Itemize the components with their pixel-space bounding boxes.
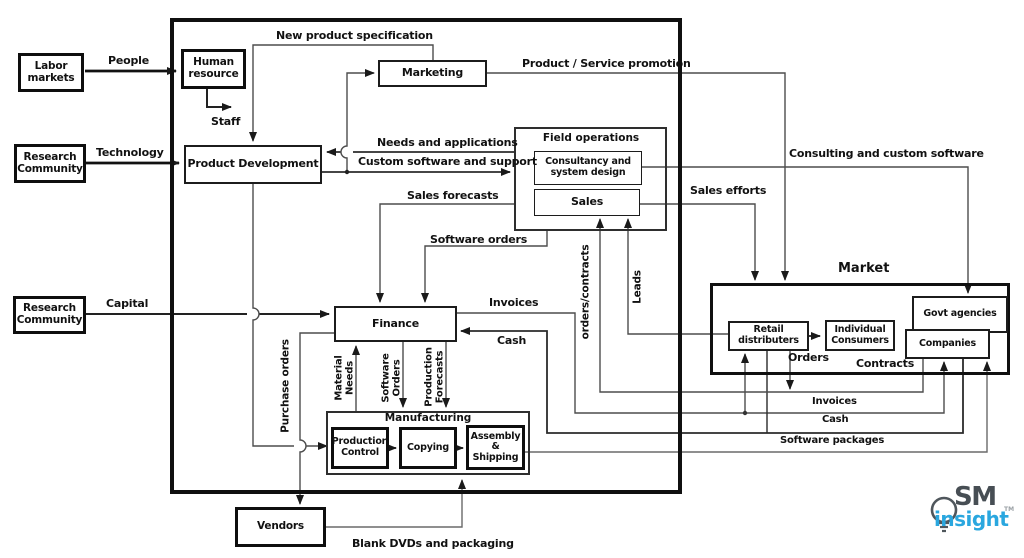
- junction-dot: [344, 169, 350, 175]
- box-retail-distributers: Retail distributers: [728, 321, 809, 351]
- label-sales-forecasts: Sales forecasts: [407, 189, 499, 202]
- flow-pd-to-marketing-line: [340, 69, 375, 172]
- line-hop-patch: [294, 442, 306, 450]
- sm-insight-logo: SM insight TM: [918, 482, 1022, 554]
- label-cash-market: Cash: [822, 414, 849, 425]
- market-boundary-box: [710, 283, 1010, 375]
- flow-invoices-line: [457, 312, 948, 414]
- label-blank-dvds: Blank DVDs and packaging: [352, 537, 514, 550]
- flow-blank-dvds-line: [326, 479, 466, 528]
- label-contracts: Contracts: [856, 357, 915, 370]
- box-govt-agencies: Govt agencies: [912, 296, 1008, 333]
- box-assembly-shipping: Assembly & Shipping: [466, 425, 525, 470]
- label-consulting: Consulting and custom software: [789, 147, 984, 160]
- label-orders: Orders: [788, 351, 829, 364]
- label-promotion: Product / Service promotion: [522, 57, 691, 70]
- label-invoices-finance: Invoices: [489, 296, 539, 309]
- label-technology: Technology: [96, 146, 164, 159]
- box-consultancy: Consultancy and system design: [534, 151, 642, 185]
- box-marketing: Marketing: [378, 60, 487, 87]
- flow-leads-line: [624, 218, 728, 335]
- field-operations-title: Field operations: [542, 132, 640, 144]
- box-sales: Sales: [534, 189, 640, 216]
- box-research-community-top: Research Community: [14, 144, 86, 183]
- flow-new-product-spec-line: [249, 44, 434, 142]
- line-hop-patch: [247, 310, 259, 318]
- lightbulb-icon: [930, 496, 958, 533]
- box-copying: Copying: [399, 427, 457, 469]
- box-field-operations: [514, 127, 667, 231]
- flow-purchase-orders-line: [296, 332, 334, 505]
- box-labor-markets: Labor markets: [18, 53, 84, 92]
- label-software-orders-vertical: Software Orders: [380, 353, 403, 403]
- label-purchase-orders: Purchase orders: [279, 339, 292, 433]
- label-software-orders: Software orders: [430, 233, 528, 246]
- label-custom-software: Custom software and support: [358, 155, 537, 168]
- junction-dot: [742, 410, 748, 416]
- box-production-control: Production Control: [331, 427, 389, 469]
- label-staff: Staff: [211, 115, 241, 128]
- label-new-product-spec: New product specification: [276, 29, 433, 42]
- flow-pd-to-manufacturing-line: [252, 184, 328, 450]
- box-vendors: Vendors: [235, 507, 326, 547]
- label-cash-finance: Cash: [497, 334, 527, 347]
- market-title: Market: [838, 261, 890, 276]
- label-leads: Leads: [631, 270, 644, 304]
- label-capital: Capital: [106, 297, 149, 310]
- logo-insight-text: insight: [934, 507, 1009, 531]
- box-individual-consumers: Individual Consumers: [825, 320, 895, 351]
- flow-sales-forecasts-line: [376, 203, 514, 303]
- box-product-development: Product Development: [184, 145, 322, 184]
- flow-consulting-line: [642, 166, 972, 294]
- flow-orders-contracts-line: [596, 218, 924, 393]
- label-people: People: [108, 54, 149, 67]
- label-sales-efforts: Sales efforts: [690, 184, 767, 197]
- flow-software-orders-line: [421, 231, 548, 303]
- flow-promotion-line: [487, 72, 789, 281]
- label-invoices-market: Invoices: [812, 396, 857, 407]
- label-material-needs: Material Needs: [333, 355, 356, 401]
- logo-sm-text: SM: [954, 482, 997, 512]
- flow-staff-line: [206, 89, 232, 111]
- box-human-resource: Human resource: [181, 49, 246, 89]
- label-needs-applications: Needs and applications: [377, 136, 518, 149]
- manufacturing-title: Manufacturing: [384, 412, 472, 424]
- box-companies: Companies: [905, 329, 990, 359]
- logo-tm-mark: TM: [1004, 506, 1015, 513]
- box-manufacturing: [326, 411, 530, 475]
- box-research-community-bottom: Research Community: [13, 296, 86, 334]
- box-finance: Finance: [334, 306, 457, 342]
- line-hop-patch: [341, 148, 353, 156]
- label-production-forecasts: Production Forecasts: [423, 347, 446, 407]
- label-software-packages: Software packages: [780, 435, 885, 446]
- flow-cash-line: [460, 327, 964, 434]
- company-boundary-box: [170, 18, 682, 494]
- label-orders-contracts: orders/contracts: [579, 244, 592, 340]
